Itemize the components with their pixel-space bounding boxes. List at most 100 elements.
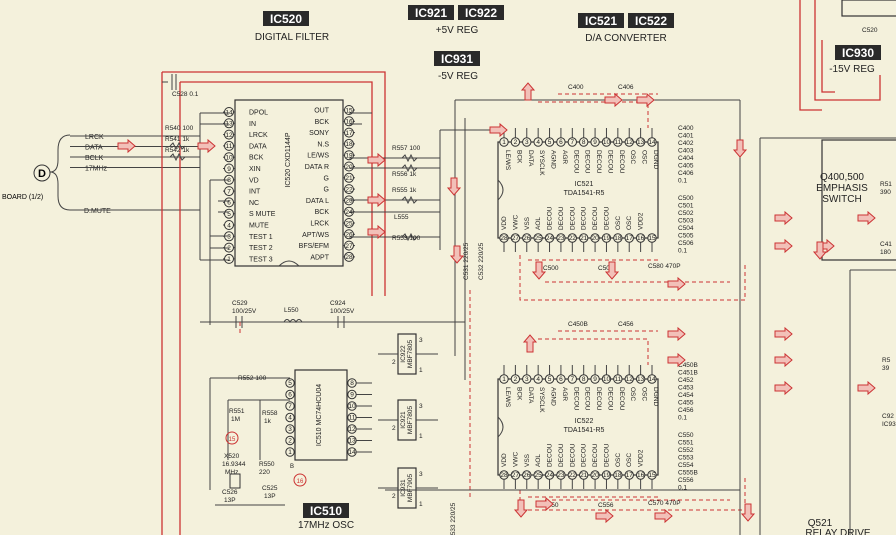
ic520-pin-number: 17 [345, 130, 353, 137]
ic520-pin [344, 172, 354, 183]
svg-text:IC921: IC921 [415, 6, 447, 20]
dac-pin [624, 137, 634, 147]
dac-pin-number: 10 [603, 139, 611, 146]
pin-b-label: B [290, 464, 294, 470]
ic520-pin-number: 26 [345, 232, 353, 239]
regulator-part: MBF7905 [407, 474, 414, 503]
dac-pin-number: 26 [523, 472, 531, 479]
dac-pin-number: 24 [546, 472, 554, 479]
signal-arrow [654, 508, 673, 524]
tp15-label: 15 [229, 437, 236, 443]
ic520-pin [224, 208, 234, 219]
ic520-pin-number: 19 [345, 153, 353, 160]
dac-pin [510, 137, 521, 147]
ic510-pin-number: 13 [348, 438, 356, 445]
svg-text:C529: C529 [232, 300, 248, 307]
ic520-pin-name: APT/WS [302, 232, 329, 239]
ic510-pin-number: 5 [288, 380, 292, 387]
svg-text:R558: R558 [262, 410, 278, 417]
dac-pin-name: OSC [615, 216, 622, 230]
dac-cap-label: 0.1 [678, 248, 687, 255]
ic520-pin-name: DATA L [306, 198, 329, 205]
ic520-pin-number: 21 [345, 175, 353, 182]
signal-arrow [774, 210, 793, 226]
dac-part-ref: IC521 [575, 181, 594, 188]
dac-cap-label: C454 [678, 392, 694, 399]
regulator-pin: 1 [419, 433, 423, 440]
dac-pin-number: 16 [637, 472, 645, 479]
dac-pin [647, 137, 657, 147]
dac-pin-name: OSC [629, 387, 636, 401]
ic520-pin [344, 127, 354, 138]
dac-pin-number: 16 [637, 235, 645, 242]
regulator-pin: 3 [419, 403, 423, 410]
ic520-pin [224, 220, 234, 230]
dac-pin-number: 18 [614, 235, 622, 242]
dac-pin-number: 19 [603, 235, 611, 242]
dac-pin-number: 18 [614, 472, 622, 479]
svg-text:R5: R5 [882, 357, 891, 364]
ic520-pin [224, 118, 234, 129]
dac-pin [590, 233, 600, 243]
dac-pin-number: 22 [569, 472, 577, 479]
dac-pin [567, 374, 578, 384]
dac-pin [601, 470, 612, 480]
ic520-pin-number: 10 [225, 155, 233, 162]
dac-pin-number: 20 [591, 235, 599, 242]
ic520-pin-name: DATA [249, 143, 267, 150]
dac-pin [590, 374, 600, 384]
dac-pin-number: 11 [614, 376, 621, 383]
dac-pin-name: DECOU [595, 387, 602, 411]
regulator-pin: 3 [419, 471, 423, 478]
ic510-pin-number: 9 [350, 392, 354, 399]
dac-pin-number: 10 [603, 376, 611, 383]
signal-arrow [774, 238, 793, 254]
ic520-pin-name: DPOL [249, 110, 268, 117]
dac-pin-number: 1 [502, 139, 506, 146]
signal-arrow [667, 276, 686, 292]
ic520-pin [344, 138, 354, 149]
dac-cap-label: C501 [678, 203, 694, 210]
regulator-ref: IC922 [400, 345, 407, 363]
dac-pin-name: DECOU [584, 387, 591, 411]
signal-arrow [367, 152, 386, 168]
dac-pin [544, 374, 555, 384]
dac-pin [624, 233, 634, 243]
ic520-pin-name: LRCK [249, 132, 268, 139]
ic520-pin [344, 240, 354, 251]
ic520-output-wiring: R557 100 R556 1k R555 1k L555 R553 100 [349, 99, 740, 380]
dac-pin [578, 374, 589, 384]
dac-pin [522, 137, 532, 147]
dac-pin-name: DECOU [547, 443, 554, 467]
dac-pin [510, 470, 521, 480]
dac-pin-name: AGND [550, 387, 557, 406]
dac-pin-name: DECOU [572, 387, 579, 411]
ic520-tag: IC520 [263, 11, 309, 26]
dac-cap-label: C451B [678, 370, 698, 377]
svg-text:R557 100: R557 100 [392, 145, 421, 152]
dac-pin [624, 374, 634, 384]
svg-text:R553 100: R553 100 [392, 235, 421, 242]
ic520-pin [224, 129, 234, 140]
dac-cap-label: 0.1 [678, 415, 687, 422]
signal-arrow [520, 82, 536, 101]
signal-arrow [367, 192, 386, 208]
dac-pin-number: 23 [557, 472, 565, 479]
dac-pin-name: AGR [561, 150, 568, 164]
dac-pin-number: 23 [557, 235, 565, 242]
signal-arrow [732, 139, 748, 158]
dac-pin [567, 137, 578, 147]
dac-pin-number: 24 [546, 235, 554, 242]
dac-part-ref: IC522 [575, 418, 594, 425]
ic510-pin-number: 12 [348, 426, 356, 433]
dac-cap-label: C402 [678, 140, 694, 147]
dac-pin [647, 374, 657, 384]
dac-pin-name: DECOU [618, 150, 625, 174]
dac-pin-name: OSC [615, 453, 622, 467]
signal-arrow [774, 380, 793, 396]
dac-cap-label: C505 [678, 233, 694, 240]
ic520-pin-name: G [324, 175, 329, 182]
dac-part-num: TDA1541-R5 [564, 190, 605, 197]
dac-pin-number: 21 [580, 235, 588, 242]
ic520-pin-name: G [324, 187, 329, 194]
